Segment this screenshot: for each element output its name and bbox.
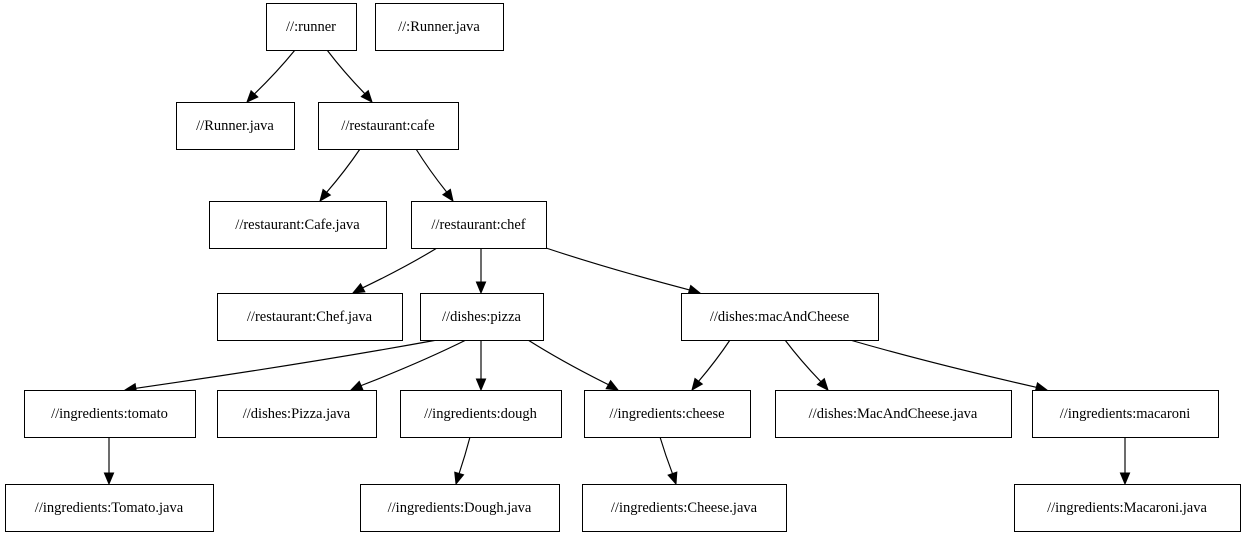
graph-edge [103, 437, 115, 486]
graph-node-label: //ingredients:Macaroni.java [1047, 500, 1207, 516]
graph-node-ing_macaroni[interactable]: //ingredients:macaroni [1032, 390, 1219, 438]
graph-node-label: //dishes:Pizza.java [243, 406, 351, 422]
graph-node-label: //ingredients:Dough.java [388, 500, 532, 516]
graph-node-restaurant_chef[interactable]: //restaurant:chef [411, 201, 547, 249]
graph-node-label: //restaurant:cafe [341, 118, 434, 134]
graph-node-label: //dishes:macAndCheese [710, 309, 849, 325]
graph-edge [454, 436, 471, 486]
graph-edge [691, 339, 731, 392]
graph-node-restaurant_cafe[interactable]: //restaurant:cafe [318, 102, 459, 150]
graph-node-tomato_java[interactable]: //ingredients:Tomato.java [5, 484, 214, 532]
graph-node-label: //ingredients:Cheese.java [611, 500, 758, 516]
graph-edge [246, 49, 296, 103]
graph-node-label: //restaurant:Cafe.java [235, 217, 360, 233]
graph-edge [475, 340, 487, 392]
graph-node-pizza_java[interactable]: //dishes:Pizza.java [217, 390, 377, 438]
graph-node-label: //restaurant:chef [431, 217, 525, 233]
graph-node-ing_tomato[interactable]: //ingredients:tomato [24, 390, 196, 438]
graph-edge [123, 339, 438, 394]
graph-edge [784, 339, 829, 391]
node-layer: //:runner //:Runner.java //Runner.java //re… [5, 3, 1241, 532]
graph-node-label: //dishes:MacAndCheese.java [809, 406, 978, 422]
graph-node-dishes_pizza[interactable]: //dishes:pizza [420, 293, 544, 341]
graph-node-ing_cheese[interactable]: //ingredients:cheese [584, 390, 751, 438]
graph-node-label: //:runner [286, 19, 336, 35]
graph-node-label: //ingredients:dough [424, 406, 538, 422]
graph-edge [1119, 437, 1131, 486]
graph-node-cheese_java[interactable]: //ingredients:Cheese.java [582, 484, 787, 532]
graph-node-macaroni_java[interactable]: //ingredients:Macaroni.java [1014, 484, 1241, 532]
graph-edge [415, 148, 454, 203]
graph-node-label: //ingredients:macaroni [1060, 406, 1190, 422]
graph-node-dough_java[interactable]: //ingredients:Dough.java [360, 484, 560, 532]
graph-node-chef_java[interactable]: //restaurant:Chef.java [217, 293, 403, 341]
graph-edge [319, 148, 361, 203]
graph-edge [659, 436, 678, 486]
graph-edge [326, 49, 373, 103]
graph-node-runner_java[interactable]: //Runner.java [176, 102, 295, 150]
graph-node-mac_java[interactable]: //dishes:MacAndCheese.java [775, 390, 1012, 438]
graph-node-dishes_mac[interactable]: //dishes:macAndCheese [681, 293, 879, 341]
graph-node-runner[interactable]: //:runner [266, 3, 357, 51]
graph-edge [349, 339, 467, 391]
graph-node-runner_java_root[interactable]: //:Runner.java [375, 3, 504, 51]
graph-node-label: //ingredients:tomato [51, 406, 168, 422]
graph-edge [475, 248, 487, 295]
graph-node-cafe_java[interactable]: //restaurant:Cafe.java [209, 201, 387, 249]
graph-edge [849, 339, 1049, 393]
graph-node-label: //dishes:pizza [442, 309, 521, 325]
graph-node-label: //:Runner.java [398, 19, 480, 35]
graph-edge [545, 247, 702, 295]
graph-edge [351, 247, 438, 294]
graph-node-ing_dough[interactable]: //ingredients:dough [400, 390, 562, 438]
graph-node-label: //restaurant:Chef.java [247, 309, 373, 325]
graph-node-label: //ingredients:cheese [609, 406, 724, 422]
graph-node-label: //Runner.java [196, 118, 274, 134]
graph-node-label: //ingredients:Tomato.java [35, 500, 184, 516]
graph-edge [527, 339, 620, 391]
